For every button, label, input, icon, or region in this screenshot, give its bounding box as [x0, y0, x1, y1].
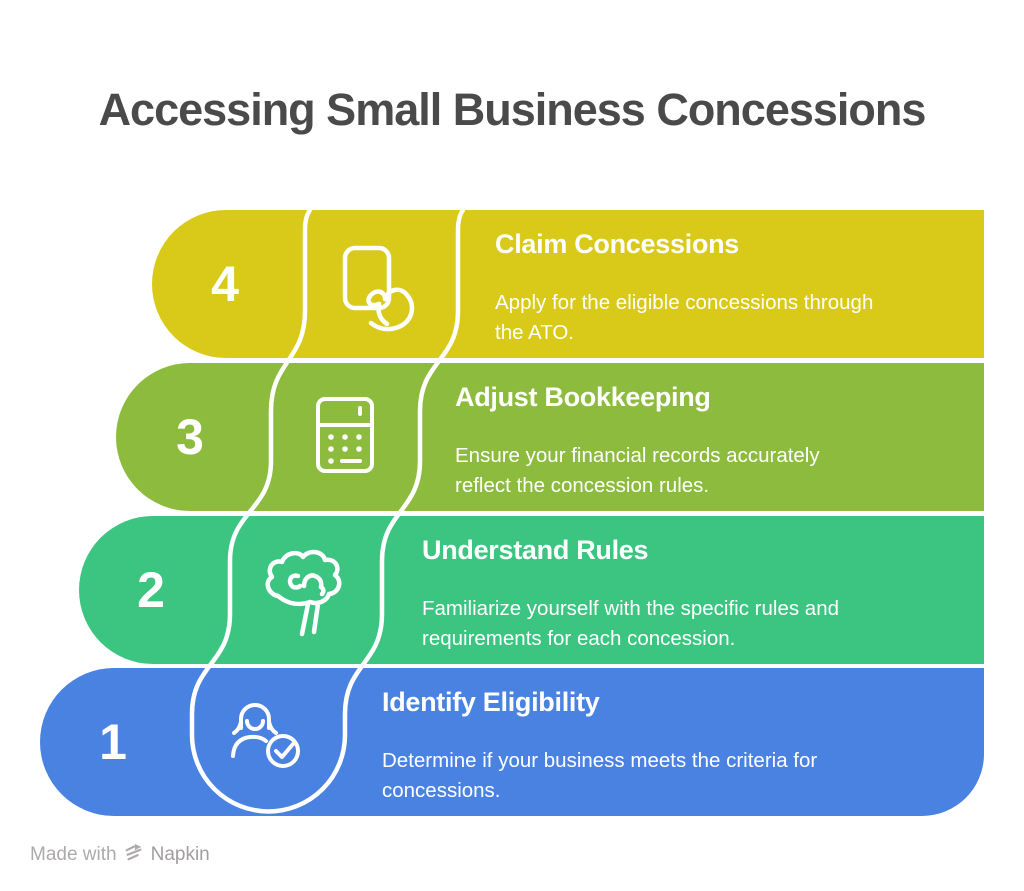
step-description-1-line2: concessions. [382, 779, 501, 802]
step-number-2: 2 [137, 562, 165, 618]
calculator-icon [315, 395, 375, 475]
step-text-2: Understand Rules Familiarize yourself wi… [422, 536, 839, 654]
page-title: Accessing Small Business Concessions [98, 84, 927, 135]
person-check-icon [226, 693, 310, 777]
step-title-4: Claim Concessions [495, 229, 739, 259]
step-number-1: 1 [99, 714, 127, 770]
footer-credit: Made with Napkin [30, 842, 210, 868]
step-description-3-line1: Ensure your financial records accurately [455, 444, 820, 467]
step-description-2: Familiarize yourself with the specific r… [422, 594, 839, 654]
step-description-4-line1: Apply for the eligible concessions throu… [495, 291, 874, 314]
step-description-3-line2: reflect the concession rules. [455, 474, 710, 497]
step-text-1: Identify Eligibility Determine if your b… [382, 688, 817, 806]
step-text-4: Claim Concessions Apply for the eligible… [495, 230, 873, 348]
step-number-4: 4 [211, 256, 239, 312]
napkin-brand-label: Napkin [150, 844, 210, 865]
step-text-3: Adjust Bookkeeping Ensure your financial… [455, 383, 820, 501]
brain-icon [262, 546, 350, 638]
step-description-4: Apply for the eligible concessions throu… [495, 288, 873, 348]
step-description-1-line1: Determine if your business meets the cri… [382, 749, 818, 772]
step-description-2-line2: requirements for each concession. [422, 627, 736, 650]
step-description-4-line2: the ATO. [495, 321, 575, 344]
step-description-1: Determine if your business meets the cri… [382, 746, 817, 806]
step-title-3: Adjust Bookkeeping [455, 382, 711, 412]
step-number-3: 3 [176, 409, 204, 465]
napkin-logo-icon [124, 842, 144, 868]
step-title-1: Identify Eligibility [382, 687, 600, 717]
step-description-2-line1: Familiarize yourself with the specific r… [422, 597, 839, 620]
step-title-2: Understand Rules [422, 535, 649, 565]
step-description-3: Ensure your financial records accurately… [455, 441, 820, 501]
made-with-label: Made with [30, 844, 117, 865]
card-tap-icon [339, 240, 423, 336]
